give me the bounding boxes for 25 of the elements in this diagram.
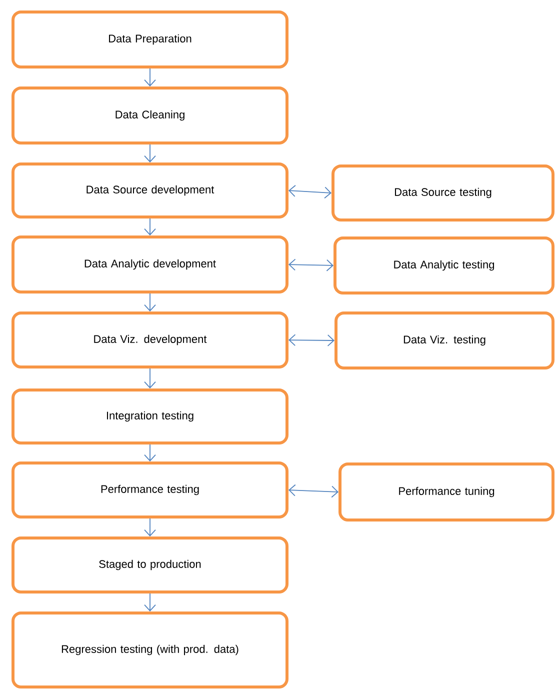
arrow xyxy=(144,368,156,388)
arrow xyxy=(288,184,332,199)
arrow xyxy=(144,293,156,312)
process-box: Data Viz. testing xyxy=(334,312,554,370)
arrow xyxy=(144,593,156,612)
process-box: Staged to production xyxy=(12,536,288,594)
process-box: Data Preparation xyxy=(12,10,288,68)
process-box: Performance tuning xyxy=(338,462,554,522)
arrow xyxy=(144,68,156,86)
arrow xyxy=(288,484,338,498)
process-box: Regression testing (with prod. data) xyxy=(12,612,288,688)
process-box: Integration testing xyxy=(12,388,288,444)
arrow xyxy=(144,218,156,236)
process-box: Data Source testing xyxy=(332,164,554,222)
process-box: Data Analytic testing xyxy=(334,236,554,294)
arrow xyxy=(288,334,334,346)
process-box: Data Analytic development xyxy=(12,236,288,294)
arrow xyxy=(144,444,156,462)
process-box: Data Cleaning xyxy=(12,86,288,144)
process-box: Performance testing xyxy=(12,462,288,518)
process-box: Data Source development xyxy=(12,162,288,218)
arrow xyxy=(288,258,334,272)
process-box: Data Viz. development xyxy=(12,312,288,368)
arrow xyxy=(144,144,156,162)
arrow xyxy=(144,518,156,536)
